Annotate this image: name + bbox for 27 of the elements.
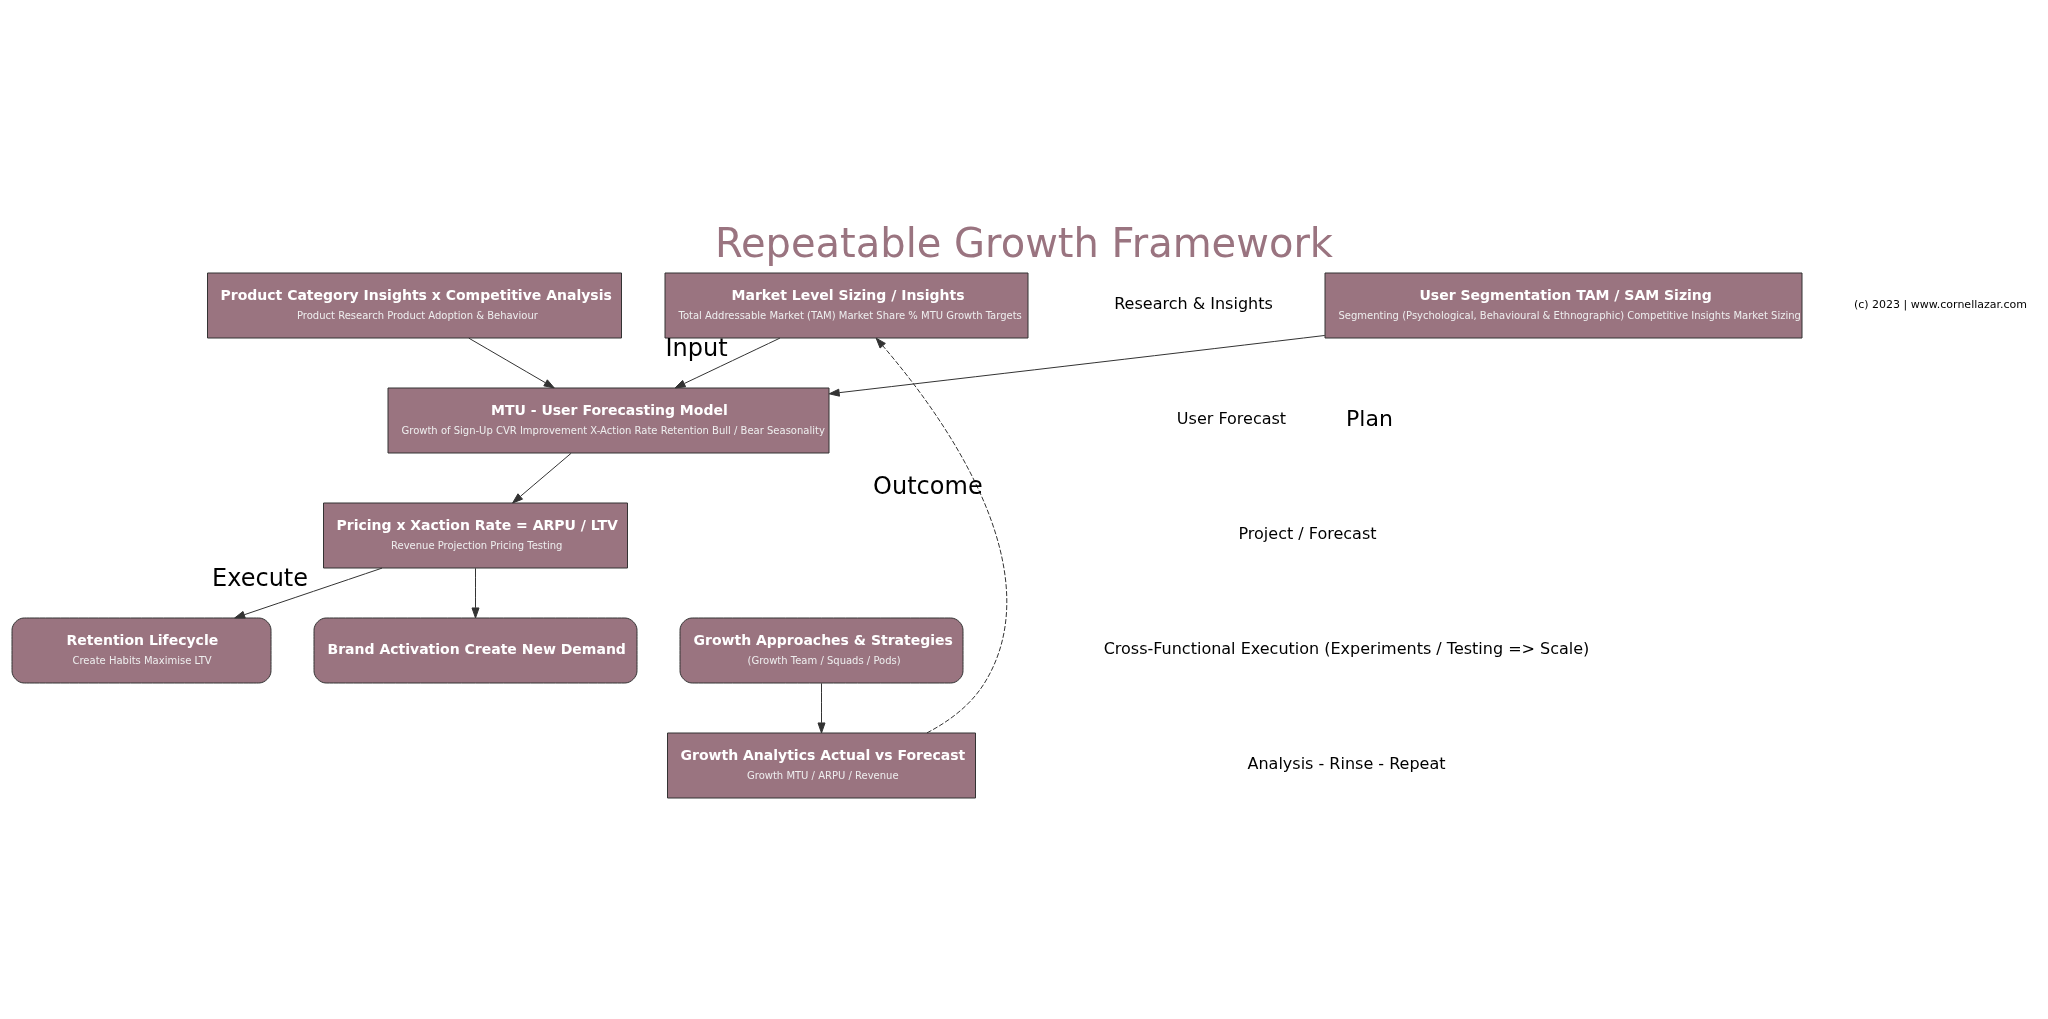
arrow <box>828 334 1326 397</box>
label: Analysis - Rinse - Repeat <box>1247 754 1446 774</box>
arrow <box>674 337 781 389</box>
node-box: Brand Activation Create New Demand <box>313 617 638 684</box>
arrow <box>512 452 572 504</box>
arrow <box>468 337 555 389</box>
node-box: Pricing x Xaction Rate = ARPU / LTV Revenue Projection Pricing Testing <box>323 502 628 569</box>
arrow <box>234 567 383 619</box>
label: Plan <box>1346 406 1393 432</box>
node-box: Product Category Insights x Competitive Analysis Product Research Product Adoption & Behaviour <box>207 272 622 339</box>
label: (c) 2023 | www.cornellazar.com <box>1853 298 2028 312</box>
label: Cross-Functional Execution (Experiments / Testing => Scale) <box>1103 639 1590 659</box>
node-box: Retention Lifecycle Create Habits Maximise LTV <box>11 617 272 684</box>
node-box: Market Level Sizing / Insights Total Addressable Market (TAM) Market Share % MTU Growth Targets <box>664 272 1029 339</box>
node-box: Growth Analytics Actual vs Forecast Growth MTU / ARPU / Revenue <box>667 732 976 799</box>
edge-label: Execute <box>212 564 309 593</box>
label: Research & Insights <box>1114 294 1273 314</box>
node-box: Growth Approaches & Strategies (Growth Team / Squads / Pods) <box>679 617 964 684</box>
arrow <box>471 567 480 619</box>
label: Project / Forecast <box>1238 524 1377 544</box>
edge-label: Outcome <box>873 471 983 500</box>
node-box: User Segmentation TAM / SAM Sizing Segmenting (Psychological, Behavioural & Ethnographic) Competitive Insights Market Sizing <box>1324 272 1803 339</box>
diagram-title: Repeatable Growth Framework <box>714 220 1334 266</box>
node-box: MTU - User Forecasting Model Growth of Sign-Up CVR Improvement X-Action Rate Retention Bull / Bear Seasonality <box>387 387 830 454</box>
label: User Forecast <box>1176 409 1287 429</box>
arrow <box>817 682 826 734</box>
arrow <box>875 337 1008 734</box>
